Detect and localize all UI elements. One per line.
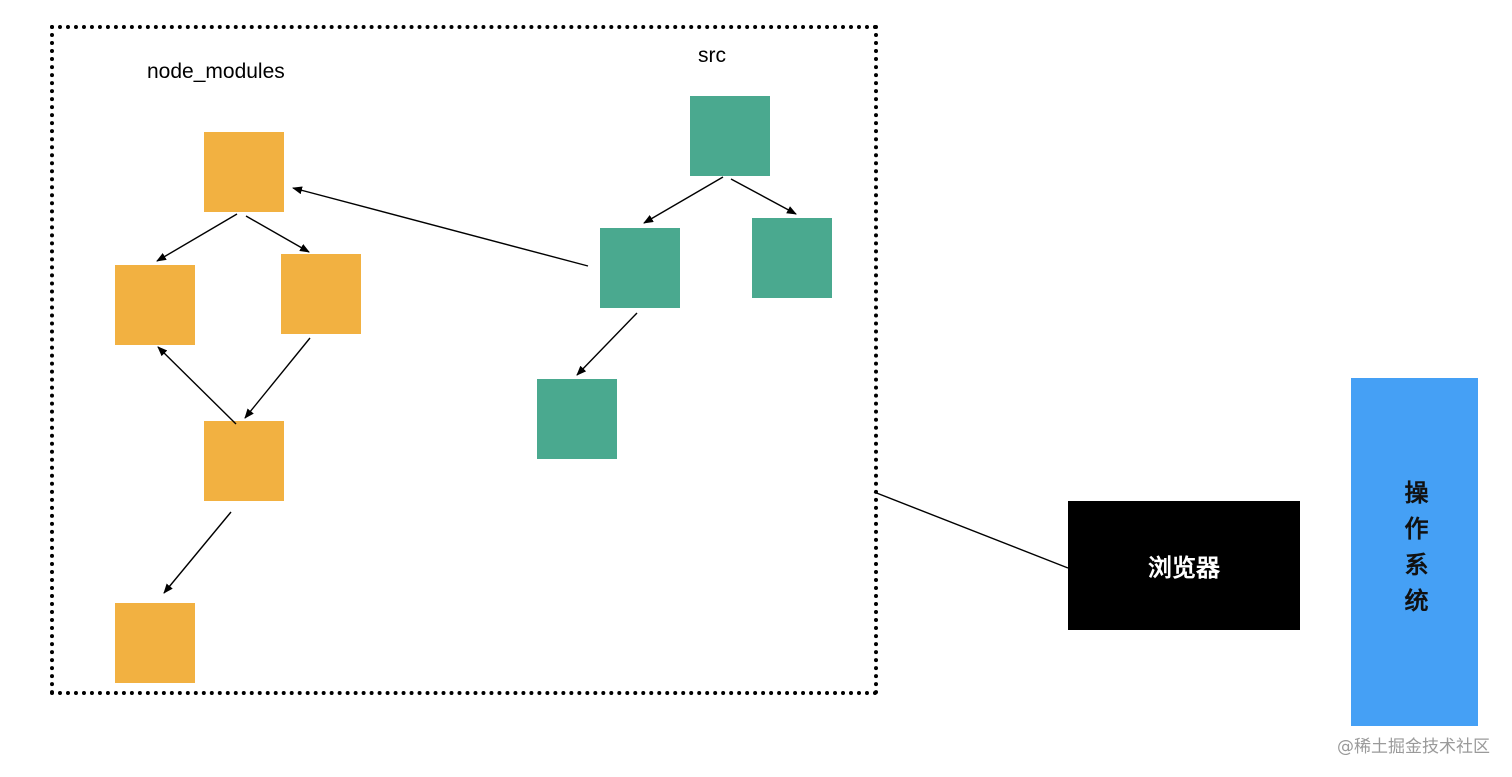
browser-box: 浏览器 — [1068, 501, 1300, 630]
node-modules-box-left — [115, 265, 195, 345]
src-root-box — [690, 96, 770, 176]
watermark: @稀土掘金技术社区 — [1337, 737, 1490, 757]
arrow-nm-right-to-middle — [244, 337, 311, 419]
node-modules-label: node_modules — [147, 60, 285, 83]
arrow-nm-middle-to-left — [157, 346, 237, 425]
os-label: 操作系统 — [1400, 480, 1428, 624]
os-box: 操作系统 — [1351, 378, 1478, 726]
arrow-src-left-to-bottom — [576, 312, 638, 376]
arrow-src-root-to-right — [730, 178, 797, 215]
src-label: src — [698, 44, 726, 67]
arrow-nm-root-to-left — [156, 213, 238, 262]
src-box-left — [600, 228, 680, 308]
src-box-right — [752, 218, 832, 298]
arrow-nm-middle-to-bottom — [163, 511, 232, 594]
src-box-bottom — [537, 379, 617, 459]
arrow-src-left-to-nm-root — [292, 186, 589, 267]
browser-label: 浏览器 — [1148, 554, 1220, 582]
arrow-nm-root-to-right — [245, 215, 310, 253]
arrow-src-root-to-left — [643, 176, 724, 224]
bundle-boundary — [50, 25, 878, 695]
node-modules-box-right — [281, 254, 361, 334]
node-modules-box-bottom — [115, 603, 195, 683]
node-modules-box-middle — [204, 421, 284, 501]
node-modules-root-box — [204, 132, 284, 212]
connector-bundle-to-browser — [873, 491, 1069, 569]
